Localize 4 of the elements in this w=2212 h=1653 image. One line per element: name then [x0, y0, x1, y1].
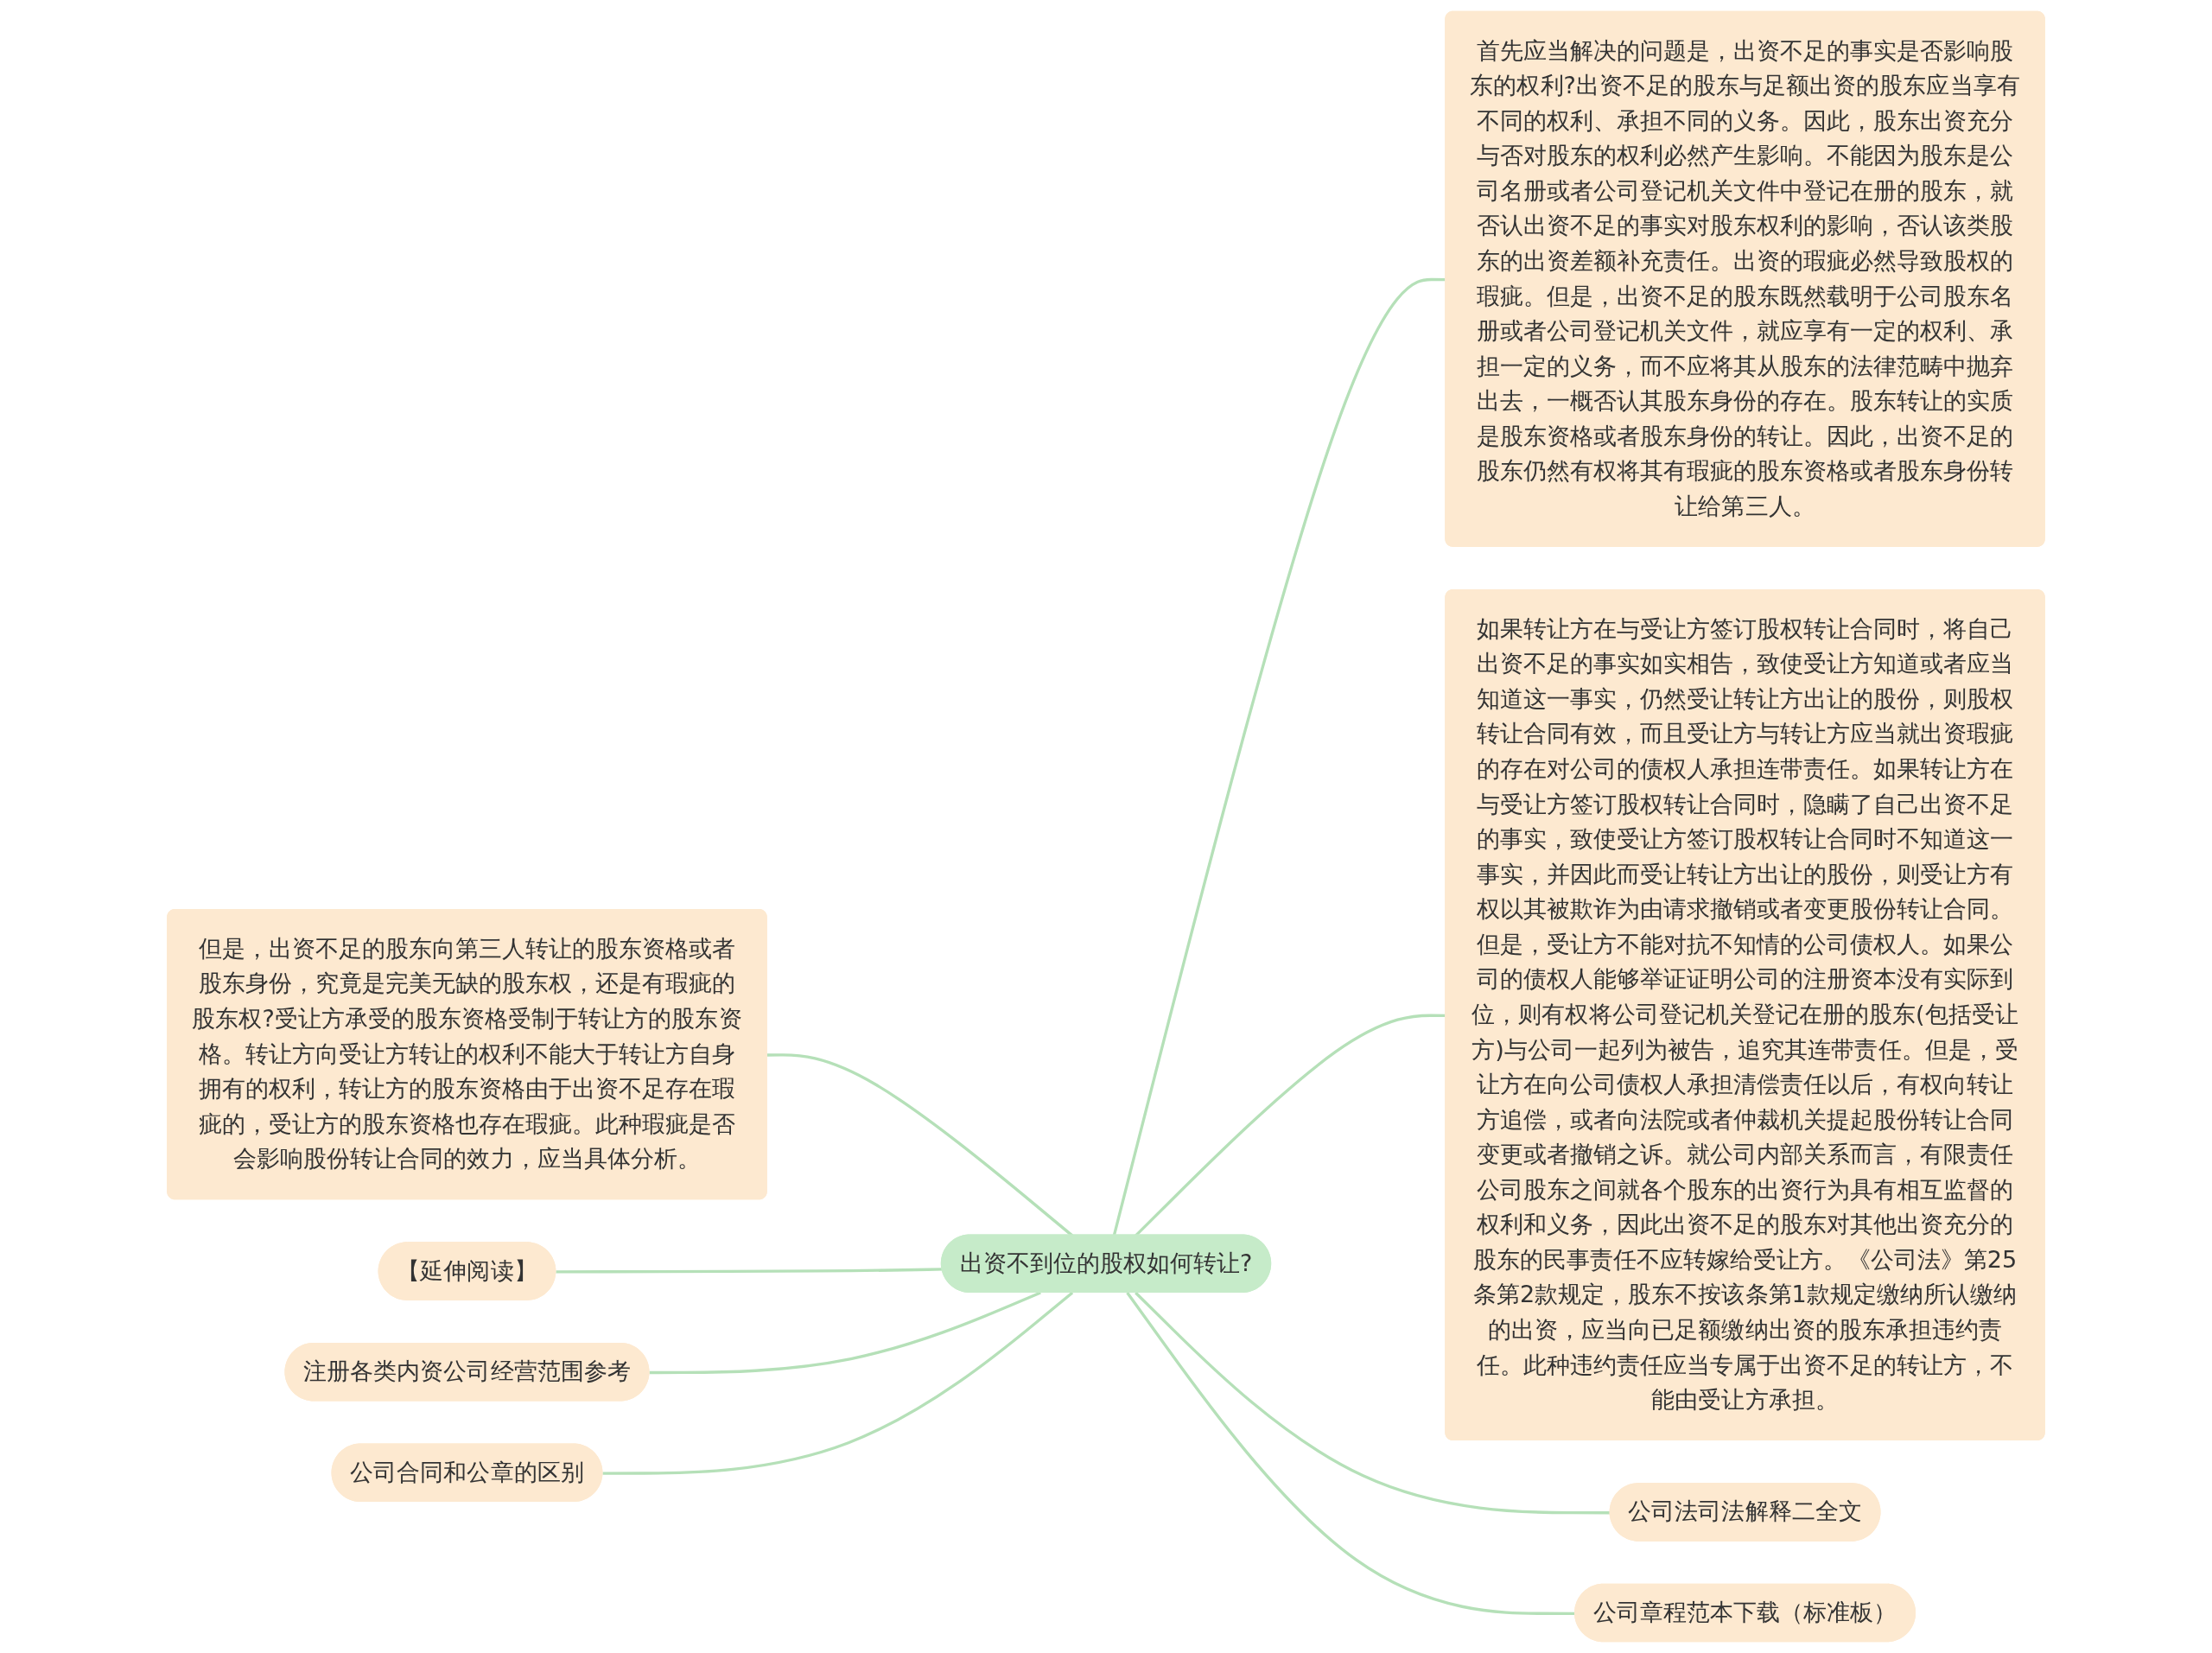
connector: [602, 1291, 1074, 1475]
connector: [649, 1291, 1041, 1375]
connector: [556, 1268, 944, 1274]
connector: [1112, 277, 1446, 1237]
